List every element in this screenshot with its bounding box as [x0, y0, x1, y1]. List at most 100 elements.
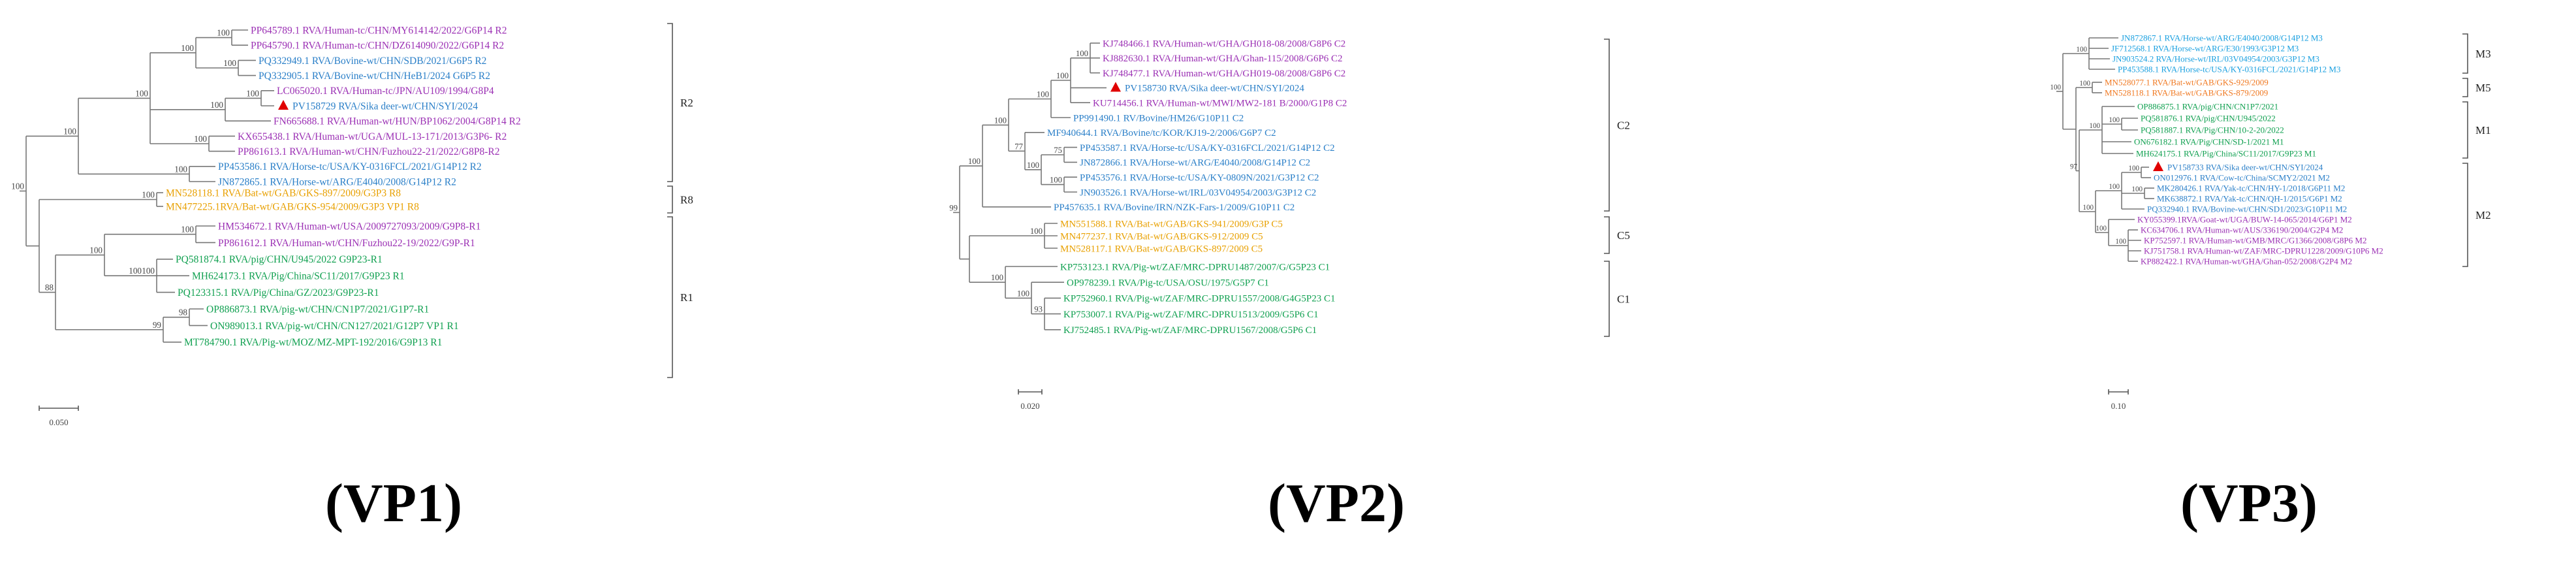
- scale-label: 0.050: [49, 417, 68, 427]
- taxon-label: JF712568.1 RVA/Horse-wt/ARG/E30/1993/G3P…: [2111, 44, 2299, 54]
- clade-label-c2: C2: [1617, 120, 1630, 132]
- scale-label: 0.020: [1020, 401, 1039, 411]
- bootstrap-value: 100: [89, 245, 102, 255]
- bootstrap-value: 100: [217, 28, 230, 38]
- red-triangle-marker-icon: [278, 100, 289, 110]
- bootstrap-value: 100: [135, 88, 148, 98]
- bootstrap-value: 100: [1050, 176, 1062, 185]
- taxon-label: KP882422.1 RVA/Human-wt/GHA/Ghan-052/200…: [2141, 257, 2352, 266]
- taxon-label: JN872866.1 RVA/Horse-wt/ARG/E4040/2008/G…: [1080, 158, 1310, 169]
- bootstrap-value: 100: [2096, 225, 2107, 233]
- taxon-label: PV158730 RVA/Sika deer-wt/CHN/SYI/2024: [1125, 84, 1304, 94]
- taxon-label: KX655438.1 RVA/Human-wt/UGA/MUL-13-171/2…: [238, 131, 507, 142]
- bootstrap-value: 100: [142, 190, 155, 200]
- taxon-label: KP753007.1 RVA/Pig-wt/ZAF/MRC-DPRU1513/2…: [1063, 310, 1319, 320]
- taxon-label: PP453586.1 RVA/Horse-tc/USA/KY-0316FCL/2…: [218, 161, 482, 172]
- bootstrap-value: 100: [11, 181, 24, 191]
- bootstrap-value: 100: [2076, 46, 2087, 54]
- bootstrap-value: 98: [179, 308, 188, 317]
- bootstrap-value: 75: [1054, 146, 1062, 155]
- taxon-label: PP645790.1 RVA/Human-tc/CHN/DZ614090/202…: [251, 40, 504, 52]
- bootstrap-value: 100: [2089, 122, 2100, 130]
- clade-bracket: [1604, 39, 1610, 212]
- taxon-label: PP453576.1 RVA/Horse-tc/USA/KY-0809N/202…: [1080, 172, 1319, 183]
- taxon-label: MN551588.1 RVA/Bat-wt/GAB/GKS-941/2009/G…: [1060, 219, 1283, 229]
- taxon-label: PQ332940.1 RVA/Bovine-wt/CHN/SD1/2023/G1…: [2147, 204, 2347, 214]
- taxon-label: KP753123.1 RVA/Pig-wt/ZAF/MRC-DPRU1487/2…: [1060, 262, 1330, 272]
- clade-bracket: [667, 216, 673, 378]
- taxon-label: PV158733 RVA/Sika deer-wt/CHN/SYI/2024: [2167, 163, 2323, 172]
- panel-caption-vp2: (VP2): [1268, 473, 1405, 534]
- taxon-label: JN903524.2 RVA/Horse-wt/IRL/03V04954/200…: [2113, 54, 2319, 64]
- clade-bracket: [2462, 78, 2468, 97]
- bootstrap-value: 100: [1027, 161, 1039, 170]
- clade-label-c1: C1: [1617, 293, 1630, 306]
- bootstrap-value: 100: [2109, 183, 2120, 191]
- taxon-label: ON012976.1 RVA/Cow-tc/China/SCMY2/2021 M…: [2154, 173, 2330, 183]
- bootstrap-value: 100: [2128, 165, 2139, 172]
- panel-vp3: 100 100 JN872867.1 RVA/Horse-wt/ARG/E4040/…: [1710, 0, 2576, 563]
- clade-label-m5: M5: [2475, 82, 2491, 94]
- bootstrap-value: 100: [2115, 238, 2126, 246]
- panel-caption-vp1: (VP1): [325, 473, 462, 534]
- taxon-label: JN872867.1 RVA/Horse-wt/ARG/E4040/2008/G…: [2121, 33, 2323, 43]
- taxon-label: MT784790.1 RVA/Pig-wt/MOZ/MZ-MPT-192/201…: [184, 337, 442, 348]
- taxon-label: ON989013.1 RVA/pig-wt/CHN/CN127/2021/G12…: [210, 321, 459, 332]
- taxon-label: KJ751758.1 RVA/Human-wt/ZAF/MRC-DPRU1228…: [2144, 246, 2383, 256]
- taxon-label: KJ748477.1 RVA/Human-wt/GHA/GH019-08/200…: [1103, 69, 1345, 79]
- taxon-label: KP752597.1 RVA/Human-wt/GMB/MRC/G1366/20…: [2144, 236, 2366, 246]
- clade-bracket: [1604, 216, 1610, 254]
- taxon-label: HM534672.1 RVA/Human-wt/USA/2009727093/2…: [218, 221, 480, 232]
- taxon-label: MN528117.1 RVA/Bat-wt/GAB/GKS-897/2009 C…: [1060, 244, 1263, 254]
- taxon-label: MH624173.1 RVA/Pig/China/SC11/2017/G9P23…: [192, 271, 405, 282]
- clade-bracket: [2462, 33, 2468, 74]
- bootstrap-value: 100: [968, 157, 981, 166]
- bootstrap-value: 100: [2109, 116, 2120, 124]
- bootstrap-value: 100: [991, 273, 1003, 282]
- clade-label-r1: R1: [680, 291, 693, 304]
- taxon-label: OP886873.1 RVA/pig-wt/CHN/CN1P7/2021/G1P…: [206, 304, 429, 315]
- bootstrap-value: 99: [949, 203, 958, 212]
- taxon-label: MH624175.1 RVA/Pig/China/SC11/2017/G9P23…: [2136, 149, 2316, 159]
- taxon-label: PP453587.1 RVA/Horse-tc/USA/KY-0316FCL/2…: [1080, 143, 1335, 153]
- taxon-label: MN528077.1 RVA/Bat-wt/GAB/GKS-929/2009: [2105, 78, 2269, 88]
- bootstrap-value: 97: [2070, 163, 2078, 171]
- taxon-label: PP457635.1 RVA/Bovine/IRN/NZK-Fars-1/200…: [1054, 202, 1295, 213]
- bootstrap-value: 100: [1017, 289, 1029, 298]
- taxon-label: PP645789.1 RVA/Human-tc/CHN/MY614142/202…: [251, 25, 507, 36]
- bootstrap-value: 100: [142, 266, 155, 276]
- taxon-label: PP991490.1 RV/Bovine/HM26/G10P11 C2: [1073, 113, 1244, 123]
- bootstrap-value: 100: [223, 58, 236, 68]
- clade-bracket: [667, 23, 673, 182]
- bootstrap-value: 100: [129, 266, 142, 276]
- taxon-label: PQ581874.1 RVA/pig/CHN/U945/2022 G9P23-R…: [176, 254, 383, 265]
- clade-label-c5: C5: [1617, 229, 1630, 242]
- bootstrap-value: 100: [181, 43, 194, 53]
- taxon-label: PQ123315.1 RVA/Pig/China/GZ/2023/G9P23-R…: [178, 287, 379, 298]
- taxon-label: ON676182.1 RVA/Pig/CHN/SD-1/2021 M1: [2134, 137, 2284, 147]
- taxon-label: KY055399.1RVA/Goat-wt/UGA/BUW-14-065/201…: [2137, 215, 2352, 225]
- taxon-label: LC065020.1 RVA/Human-tc/JPN/AU109/1994/G…: [277, 86, 494, 97]
- bootstrap-value: 100: [194, 134, 207, 144]
- clade-label-r8: R8: [680, 194, 693, 206]
- bootstrap-value: 100: [994, 116, 1007, 125]
- panel-caption-vp3: (VP3): [2180, 473, 2317, 534]
- taxon-label: PV158729 RVA/Sika deer-wt/CHN/SYI/2024: [292, 101, 478, 112]
- taxon-label: PQ332905.1 RVA/Bovine-wt/CHN/HeB1/2024 G…: [259, 71, 490, 82]
- clade-bracket: [2462, 101, 2468, 159]
- bootstrap-value: 100: [174, 164, 187, 174]
- taxon-label: PP861612.1 RVA/Human-wt/CHN/Fuzhou22-19/…: [218, 238, 475, 249]
- taxon-label: KJ752485.1 RVA/Pig-wt/ZAF/MRC-DPRU1567/2…: [1063, 325, 1317, 336]
- clade-bracket: [1604, 261, 1610, 337]
- phylogenetic-tree-vp3: 100 100 JN872867.1 RVA/Horse-wt/ARG/E4040/…: [2050, 33, 2491, 411]
- taxon-label: PP861613.1 RVA/Human-wt/CHN/Fuzhou22-21/…: [238, 146, 500, 157]
- taxon-label: MN477237.1 RVA/Bat-wt/GAB/GKS-912/2009 C…: [1060, 231, 1263, 242]
- bootstrap-value: 100: [181, 225, 194, 234]
- clade-label-m2: M2: [2475, 209, 2491, 221]
- bootstrap-value: 88: [45, 283, 54, 293]
- bootstrap-value: 100: [210, 100, 223, 110]
